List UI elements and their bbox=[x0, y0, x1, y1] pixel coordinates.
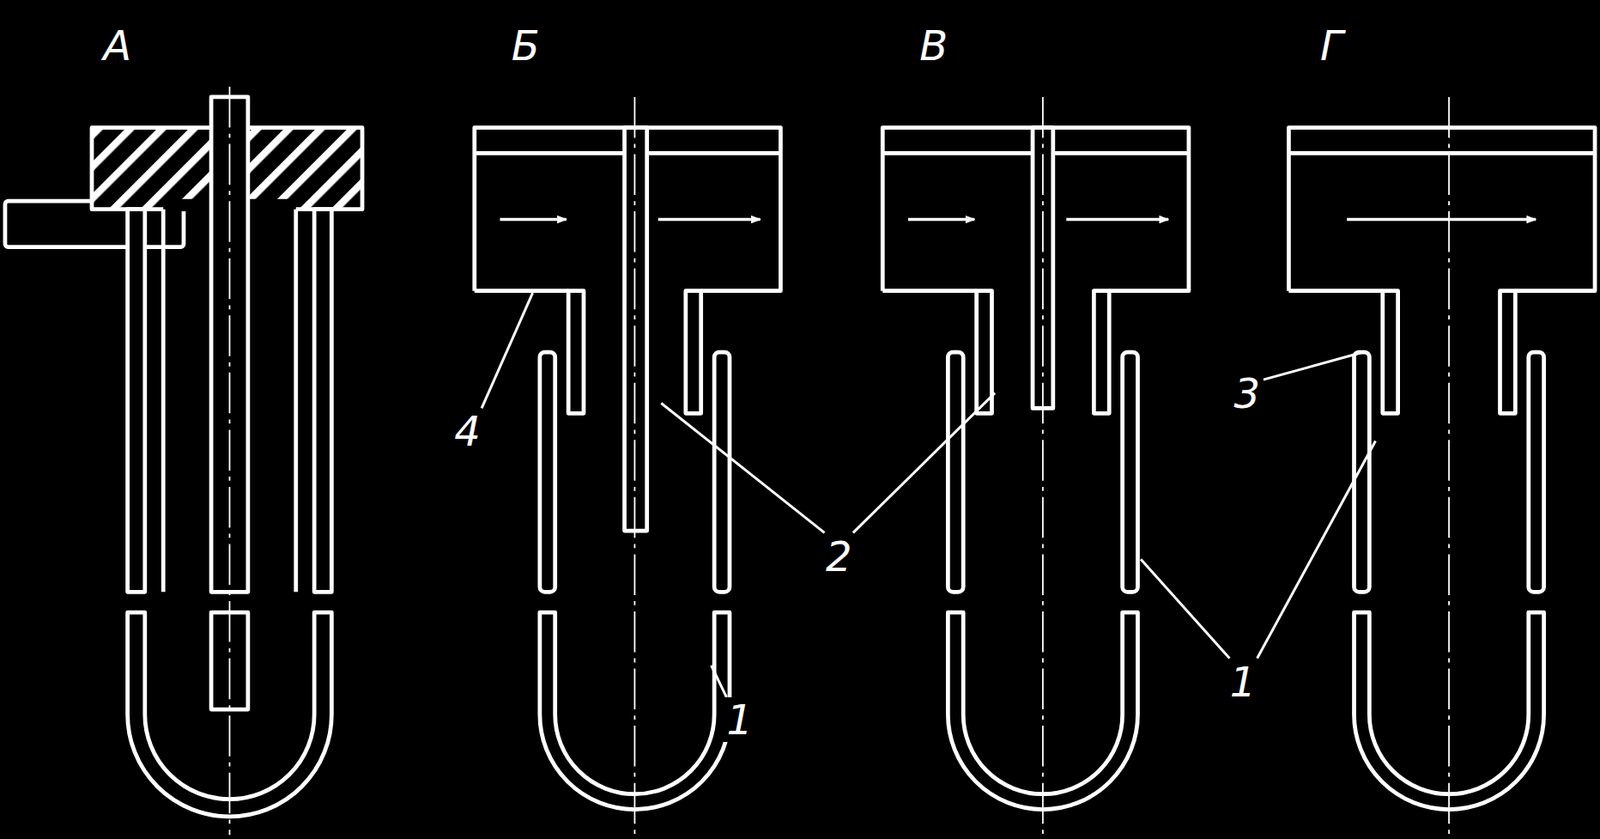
view-letter: Б bbox=[508, 23, 544, 68]
view-letter: В bbox=[915, 23, 952, 68]
callout-number: 2 bbox=[822, 533, 856, 579]
view-letter: А bbox=[99, 23, 135, 68]
callout-number: 4 bbox=[450, 408, 485, 454]
callout-number: 1 bbox=[723, 696, 758, 742]
callout-number: 3 bbox=[1230, 370, 1264, 416]
callout-number: 1 bbox=[1226, 659, 1261, 704]
view-letter: Г bbox=[1316, 23, 1347, 68]
